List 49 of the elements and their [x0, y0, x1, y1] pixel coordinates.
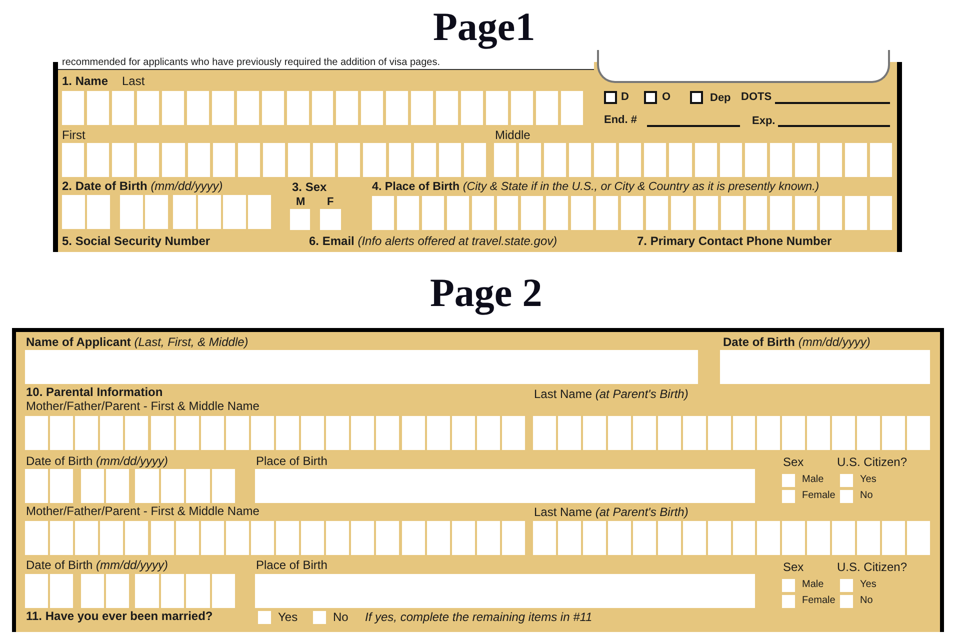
field-label: First	[62, 129, 86, 143]
field-label: Name of Applicant (Last, First, & Middle)	[26, 336, 248, 350]
option-label: Yes	[860, 579, 876, 590]
option-label: M	[296, 196, 306, 209]
stamp-area	[597, 50, 890, 83]
page-heading: Page 2	[430, 270, 542, 316]
page-heading: Page1	[433, 4, 536, 50]
field-label: Mother/Father/Parent - First & Middle Name	[26, 505, 260, 519]
field-label: 2. Date of Birth (mm/dd/yyyy)	[62, 180, 223, 194]
option-label: No	[333, 611, 348, 625]
field-label: Date of Birth (mm/dd/yyyy)	[26, 559, 168, 573]
field-label: Date of Birth (mm/dd/yyyy)	[723, 336, 870, 350]
field-label: 11. Have you ever been married?	[26, 610, 213, 624]
field-label: Last Name (at Parent's Birth)	[534, 506, 688, 520]
field-label: Last	[122, 75, 145, 89]
field-label: Last Name (at Parent's Birth)	[534, 388, 688, 402]
option-label: O	[662, 91, 671, 104]
option-label: F	[327, 196, 334, 209]
field-label: End. #	[604, 114, 638, 127]
field-label: 3. Sex	[292, 181, 327, 195]
field-label: Middle	[495, 129, 530, 143]
option-label: Male	[802, 579, 824, 590]
field-label: Place of Birth	[256, 455, 328, 469]
option-label: Male	[802, 474, 824, 486]
field-label: 4. Place of Birth (City & State if in the U.S., or City & Country as it is presently known.)	[372, 180, 820, 194]
field-label: Mother/Father/Parent - First & Middle Name	[26, 400, 260, 414]
field-label: DOTS	[741, 91, 772, 104]
option-label: D	[621, 91, 629, 104]
option-label: Yes	[860, 474, 876, 486]
option-label: No	[860, 595, 873, 606]
field-label: 7. Primary Contact Phone Number	[637, 235, 832, 249]
option-label: Female	[802, 595, 836, 606]
option-label: Yes	[278, 611, 298, 625]
field-label: Sex	[783, 456, 804, 470]
field-label: Sex	[783, 561, 804, 575]
option-label: Dep	[710, 92, 731, 105]
field-label: U.S. Citizen?	[837, 456, 908, 470]
option-label: No	[860, 490, 873, 502]
field-label: 6. Email (Info alerts offered at travel.state.gov)	[309, 235, 558, 249]
field-label: 5. Social Security Number	[62, 235, 210, 249]
note-text: recommended for applicants who have previously required the addition of visa pages.	[62, 57, 440, 68]
field-label: Place of Birth	[256, 559, 328, 573]
field-label: 1. Name	[62, 75, 108, 89]
option-label: Female	[802, 490, 836, 502]
field-label: Date of Birth (mm/dd/yyyy)	[26, 455, 168, 469]
field-label: 10. Parental Information	[26, 386, 163, 400]
field-label: U.S. Citizen?	[837, 561, 908, 575]
note-text: If yes, complete the remaining items in #11	[365, 611, 592, 625]
field-label: Exp.	[752, 115, 776, 128]
